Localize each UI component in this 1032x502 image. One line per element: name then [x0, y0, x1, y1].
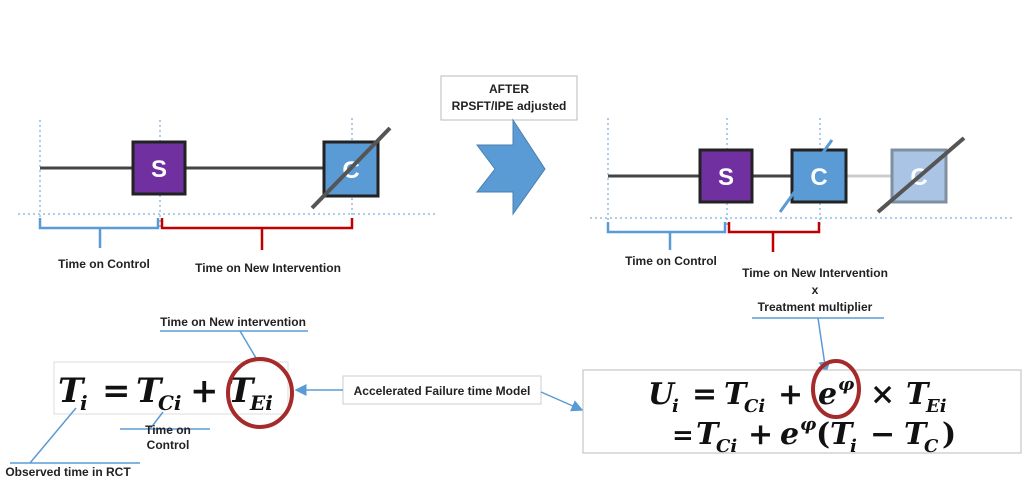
left-highlight-circle — [226, 357, 294, 429]
left-c-strike — [310, 126, 392, 210]
left-formula-box — [53, 361, 289, 415]
left-formula-group: Time on New intervention T i = T Ci + T … — [5, 315, 308, 479]
left-control-brace — [38, 218, 160, 248]
formula-r2-TCi-sub: Ci — [716, 436, 737, 457]
formula-Ui: U — [648, 377, 676, 412]
right-arrow-icon — [475, 118, 546, 216]
right-intervention-brace — [727, 222, 821, 252]
left-timeline: S C Time on Control Time on New Interven… — [18, 118, 435, 275]
after-label: AFTER — [489, 82, 529, 96]
formula-r-TEi-sub: Ei — [925, 396, 947, 417]
annot-control-pointer — [149, 411, 164, 430]
right-s-box — [698, 148, 754, 204]
right-time-on-control: Time on Control — [625, 254, 717, 268]
formula-r2-e: e — [780, 417, 799, 452]
formula-equals: = — [102, 371, 131, 411]
formula-TEi-sub: Ei — [249, 391, 273, 415]
right-timeline: S C C Time on Control Time on New Interv… — [590, 118, 1012, 374]
formula-r2-lparen: ( — [816, 417, 830, 452]
annot-observed-pointer — [29, 407, 77, 464]
annot-new-intervention: Time on New intervention — [160, 315, 306, 329]
left-time-on-control: Time on Control — [58, 257, 150, 271]
formula-r2-plus: + — [748, 417, 773, 452]
formula-r2-TC: T — [904, 417, 929, 452]
right-time-on-new-intervention: Time on New Intervention — [742, 266, 888, 280]
right-formula-line1: U i = T Ci + e φ × T Ei — [648, 374, 947, 417]
right-formula-group: U i = T Ci + e φ × T Ei = T Ci + e φ ( T… — [582, 359, 1022, 457]
formula-Ti: T — [58, 371, 86, 411]
formula-r2-Ti: T — [830, 417, 855, 452]
formula-r2-TCi: T — [696, 417, 721, 452]
formula-r-phi: φ — [838, 374, 855, 395]
aft-label-group: Accelerated Failure time Model — [294, 375, 584, 412]
formula-r2-Ti-sub: i — [850, 436, 857, 457]
formula-r-TCi: T — [724, 377, 749, 412]
left-intervention-brace — [160, 218, 354, 250]
annot-observed: Observed time in RCT — [5, 465, 131, 479]
formula-Ti-sub: i — [80, 391, 88, 415]
right-formula-box — [582, 369, 1022, 454]
formula-plus: + — [190, 371, 219, 411]
left-s-box — [131, 140, 187, 196]
right-highlight-circle — [811, 359, 861, 419]
aft-label-box — [342, 375, 542, 405]
right-s-label: S — [718, 164, 734, 191]
right-c-label: C — [810, 164, 827, 191]
formula-TCi-sub: Ci — [158, 391, 182, 415]
aft-label: Accelerated Failure time Model — [354, 384, 531, 398]
left-s-label: S — [151, 156, 167, 183]
formula-r-plus: + — [778, 377, 803, 412]
right-times-sign: x — [812, 283, 819, 297]
formula-r-equals: = — [692, 377, 717, 412]
annot-new-intervention-pointer — [239, 330, 257, 359]
right-formula-line2: = T Ci + e φ ( T i − T C ) — [672, 414, 956, 457]
formula-r2-phi: φ — [800, 414, 817, 435]
formula-Ui-sub: i — [672, 396, 679, 417]
left-time-on-new-intervention: Time on New Intervention — [195, 261, 341, 275]
formula-r2-minus: − — [870, 417, 895, 452]
aft-arrow-right — [540, 391, 584, 412]
after-subtitle: RPSFT/IPE adjusted — [452, 99, 567, 113]
formula-r-TCi-sub: Ci — [744, 396, 765, 417]
right-control-brace — [606, 222, 727, 250]
annot-control-line2: Control — [147, 438, 190, 452]
formula-r2-rparen: ) — [942, 417, 956, 452]
formula-TCi: T — [136, 371, 164, 411]
formula-r-TEi: T — [906, 377, 931, 412]
right-c-strike — [778, 139, 834, 213]
after-box — [440, 75, 578, 121]
after-section: AFTER RPSFT/IPE adjusted — [440, 75, 578, 216]
left-formula: T i = T Ci + T Ei — [58, 371, 273, 415]
annot-control-line1: Time on — [145, 423, 191, 437]
formula-r2-equals: = — [672, 421, 694, 451]
formula-r-e: e — [818, 377, 837, 412]
right-c-ghost-strike — [876, 136, 966, 214]
formula-r2-TC-sub: C — [924, 436, 939, 457]
formula-r-times: × — [870, 377, 895, 412]
right-treatment-multiplier: Treatment multiplier — [758, 300, 873, 314]
